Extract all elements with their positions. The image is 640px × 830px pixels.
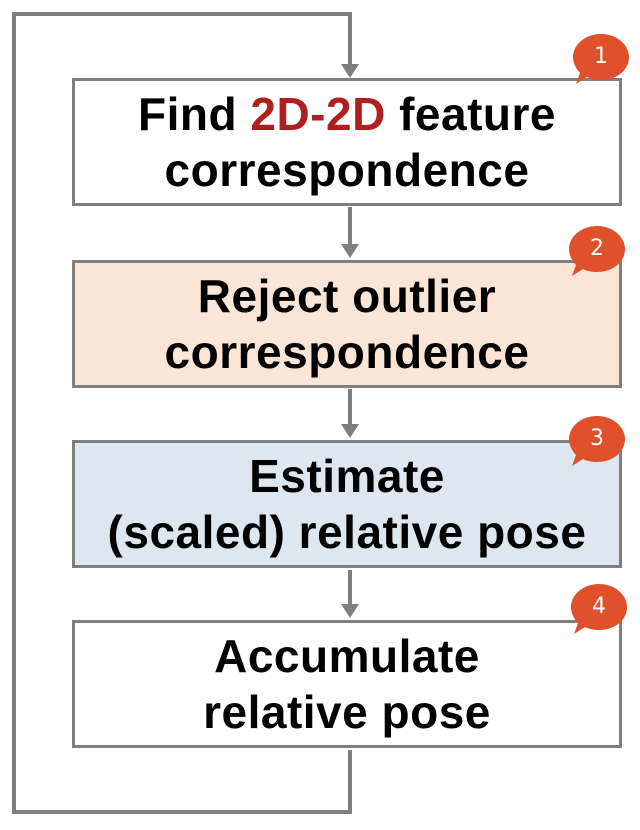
step-1-badge: 1 bbox=[572, 32, 636, 88]
step-3-line-2: (scaled) relative pose bbox=[107, 506, 587, 558]
loop-back-connector bbox=[12, 12, 352, 814]
step-2-badge-number: 2 bbox=[590, 235, 604, 261]
step-3-line-1: Estimate bbox=[249, 450, 445, 502]
arrow-2-3 bbox=[341, 424, 359, 438]
step-1-line-1: Find 2D-2D feature bbox=[138, 86, 556, 142]
step-1-badge-number: 1 bbox=[594, 43, 608, 69]
step-3-badge: 3 bbox=[568, 414, 632, 470]
loop-arrow-head bbox=[341, 64, 359, 78]
arrow-1-2 bbox=[341, 244, 359, 258]
speech-bubble-icon bbox=[573, 34, 629, 84]
arrow-3-4 bbox=[341, 604, 359, 618]
step-1-line-2: correspondence bbox=[164, 144, 530, 196]
step-1-text-post: feature bbox=[385, 88, 556, 140]
step-3-box: Estimate (scaled) relative pose bbox=[72, 440, 622, 568]
speech-bubble-icon bbox=[569, 416, 625, 466]
step-2-badge: 2 bbox=[568, 224, 632, 280]
step-1-text-pre: Find bbox=[138, 88, 251, 140]
step-4-badge: 4 bbox=[570, 582, 634, 638]
step-2-box: Reject outlier correspondence bbox=[72, 260, 622, 388]
speech-bubble-icon bbox=[571, 584, 627, 634]
step-4-box: Accumulate relative pose bbox=[72, 620, 622, 748]
step-2-line-1: Reject outlier bbox=[197, 270, 497, 322]
step-1-box: Find 2D-2D feature correspondence bbox=[72, 78, 622, 206]
step-4-line-1: Accumulate bbox=[214, 630, 480, 682]
step-2-line-2: correspondence bbox=[164, 326, 530, 378]
speech-bubble-icon bbox=[569, 226, 625, 276]
step-3-badge-number: 3 bbox=[590, 425, 604, 451]
step-1-accent-text: 2D-2D bbox=[250, 88, 386, 140]
step-4-line-2: relative pose bbox=[203, 686, 491, 738]
step-4-badge-number: 4 bbox=[592, 593, 606, 619]
